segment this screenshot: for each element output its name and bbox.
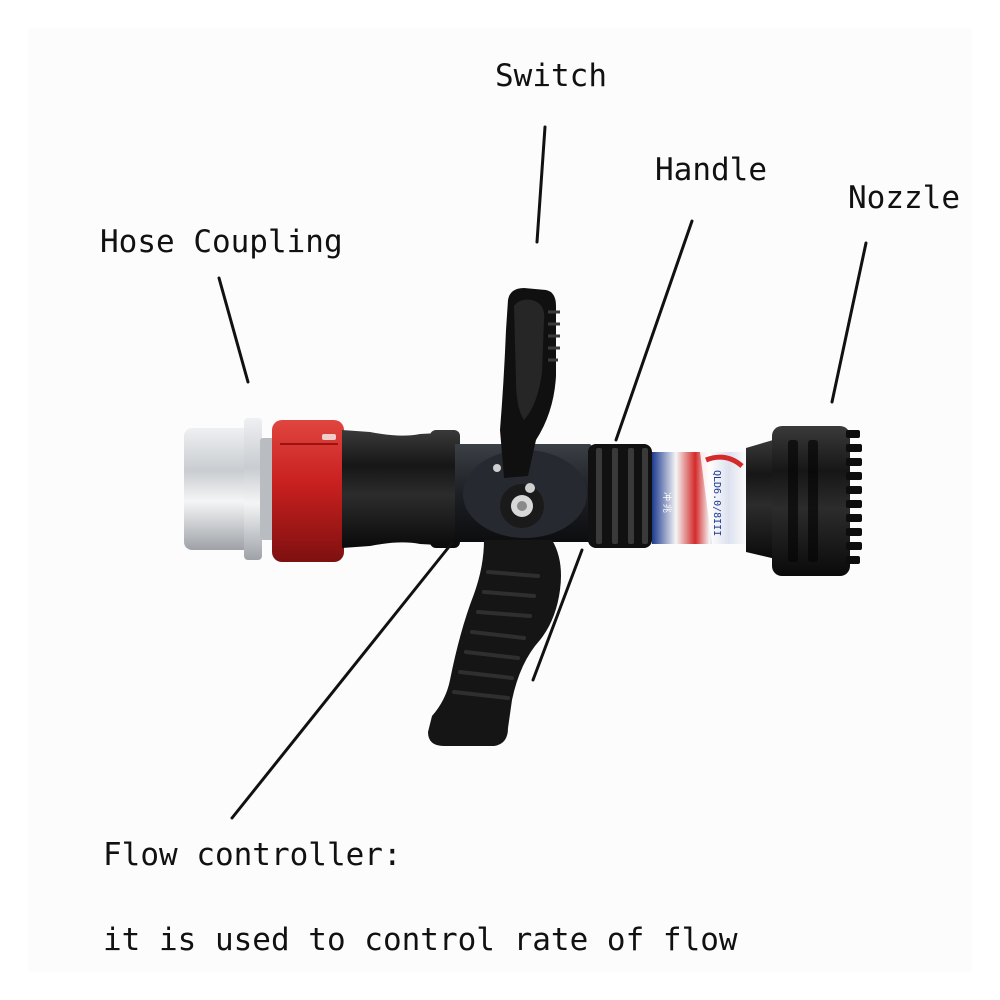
grooved-collar xyxy=(588,444,652,548)
leader-line-switch xyxy=(535,125,547,244)
leader-line-handle xyxy=(614,219,694,442)
leader-line-flow-controller xyxy=(230,541,454,820)
label-handle: Handle xyxy=(655,152,767,188)
switch-lever xyxy=(493,288,560,528)
band-text-model: QLD6.0/8III xyxy=(711,470,722,536)
label-flow-controller-title: Flow controller: xyxy=(103,837,402,873)
label-flow-controller-description: it is used to control rate of flow xyxy=(103,922,738,958)
hose-coupling-red-ring xyxy=(272,420,344,562)
label-hose-coupling: Hose Coupling xyxy=(100,224,343,260)
pistol-grip xyxy=(428,540,561,746)
printed-band: QLD6.0/8III 冲 兆 xyxy=(652,452,748,544)
label-nozzle: Nozzle xyxy=(848,180,960,216)
nozzle-head xyxy=(746,426,862,576)
band-text-brand: 冲 兆 xyxy=(661,492,673,513)
leader-line-hose-coupling xyxy=(217,276,250,384)
label-switch: Switch xyxy=(495,58,607,94)
leader-lines xyxy=(217,125,868,820)
leader-line-handle-lower xyxy=(531,548,584,682)
leader-line-nozzle xyxy=(830,241,868,404)
hose-coupling-silver xyxy=(184,418,278,560)
flow-controller-barrel xyxy=(342,430,460,548)
